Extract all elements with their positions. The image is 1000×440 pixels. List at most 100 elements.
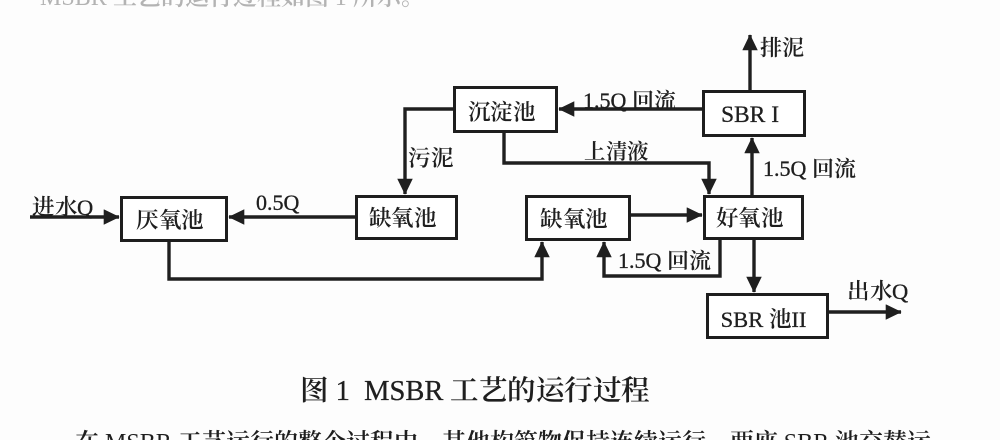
- cjk-glyph: [848, 280, 868, 301]
- cjk-glyph: [593, 376, 621, 403]
- cjk-glyph: [275, 429, 297, 440]
- cjk-glyph: [654, 89, 676, 110]
- cjk-glyph: [514, 429, 537, 440]
- cjk-glyph: [113, 0, 136, 6]
- flow-sludge-line: [397, 107, 453, 195]
- cjk-glyph: [185, 0, 208, 7]
- box-sbr-1-label: SBR I: [720, 101, 780, 128]
- box-anoxic-tank-1: [355, 195, 458, 240]
- cjk-glyph: [181, 208, 204, 230]
- cjk-glyph: [307, 0, 327, 8]
- cjk-glyph: [213, 0, 228, 8]
- cjk-glyph: [760, 36, 782, 57]
- cjk-glyph: [513, 101, 535, 122]
- cjk-glyph: [658, 430, 681, 440]
- cjk-glyph: [480, 376, 507, 402]
- cjk-glyph: [257, 0, 281, 8]
- cjk-glyph: [706, 429, 730, 440]
- flow-label-sludge-discharge: [760, 35, 804, 60]
- box-sbr-1: SBR I: [702, 90, 806, 137]
- cjk-glyph: [451, 378, 479, 401]
- box-aerobic-tank-label: [716, 206, 784, 232]
- cjk-glyph: [281, 0, 303, 8]
- cjk-glyph: [761, 207, 783, 228]
- cjk-glyph: [443, 429, 465, 440]
- cjk-glyph: [756, 429, 777, 440]
- cjk-glyph: [606, 140, 627, 161]
- cjk-glyph: [162, 0, 183, 8]
- cjk-glyph: [739, 206, 761, 228]
- cjk-glyph: [870, 279, 892, 301]
- cjk-glyph: [860, 429, 883, 440]
- cjk-glyph: [55, 195, 77, 217]
- cjk-glyph: [563, 207, 585, 229]
- box-settling-tank: [453, 86, 558, 133]
- cjk-glyph: [302, 376, 327, 403]
- flow-label-recycle-to-sbr1: 1.5Q: [763, 156, 856, 181]
- cjk-glyph: [377, 0, 400, 8]
- cjk-glyph: [250, 429, 274, 440]
- flow-label-supernatant: [584, 140, 649, 165]
- flow-recycle-to-anoxic2-line: [596, 240, 722, 278]
- cjk-glyph: [418, 429, 442, 440]
- cjk-glyph: [586, 429, 610, 440]
- cjk-glyph: [392, 206, 414, 228]
- cjk-glyph: [180, 431, 200, 440]
- cjk-glyph: [346, 429, 370, 440]
- cjk-glyph: [226, 430, 249, 440]
- cjk-glyph: [610, 429, 633, 440]
- figure-caption: 1 MSBR: [300, 375, 650, 408]
- flow-label-influent: Q: [32, 195, 93, 221]
- cjk-glyph: [716, 206, 738, 228]
- cjk-glyph: [538, 429, 562, 440]
- cjk-glyph: [32, 195, 55, 217]
- cjk-glyph: [730, 429, 753, 440]
- cjk-glyph: [689, 249, 711, 270]
- box-sbr-2-label: SBR II: [720, 306, 807, 332]
- cjk-glyph: [509, 376, 536, 403]
- cjk-glyph: [669, 249, 688, 270]
- cjk-glyph: [431, 147, 453, 168]
- cjk-glyph: [370, 429, 393, 440]
- flow-anaerobic-to-anoxic2-line: [167, 241, 550, 281]
- flow-supernatant-line: [502, 133, 717, 195]
- cjk-glyph: [233, 0, 256, 8]
- box-anaerobic-tank-label: [136, 208, 204, 234]
- flow-label-effluent: Q: [847, 279, 908, 305]
- cjk-glyph: [565, 376, 593, 403]
- box-anaerobic-tank: [120, 196, 228, 242]
- cjk-glyph: [369, 206, 391, 228]
- cjk-glyph: [884, 429, 907, 440]
- cjk-glyph: [585, 207, 608, 229]
- box-anoxic-tank-2: [525, 195, 631, 241]
- cjk-glyph: [682, 429, 706, 440]
- cjk-glyph: [468, 101, 490, 122]
- flow-label-recycle-to-settling: 1.5Q: [583, 88, 676, 113]
- cjk-glyph: [76, 429, 98, 440]
- cjk-glyph: [324, 429, 346, 440]
- cjk-glyph: [634, 429, 658, 440]
- cjk-glyph: [490, 100, 513, 122]
- cjk-glyph: [202, 429, 225, 440]
- flow-label-half-q: 0.5Q: [256, 190, 300, 215]
- cjk-glyph: [834, 157, 856, 178]
- cjk-glyph: [353, 0, 374, 8]
- cjk-glyph: [563, 429, 584, 440]
- cjk-glyph: [835, 430, 858, 440]
- cjk-glyph: [396, 429, 417, 440]
- cjk-glyph: [769, 307, 791, 329]
- cjk-glyph: [136, 208, 159, 230]
- cjk-glyph: [140, 0, 160, 7]
- box-aerobic-tank: [703, 195, 804, 240]
- box-anoxic-tank-2-label: [540, 207, 608, 233]
- box-anoxic-tank-1-label: [369, 206, 437, 232]
- cjk-glyph: [540, 207, 563, 229]
- cjk-glyph: [584, 141, 605, 160]
- cjk-glyph: [814, 157, 833, 178]
- flow-label-sludge: [408, 146, 453, 172]
- cjk-glyph: [467, 429, 489, 440]
- cjk-glyph: [622, 376, 650, 403]
- box-sbr-2: SBR II: [706, 293, 829, 339]
